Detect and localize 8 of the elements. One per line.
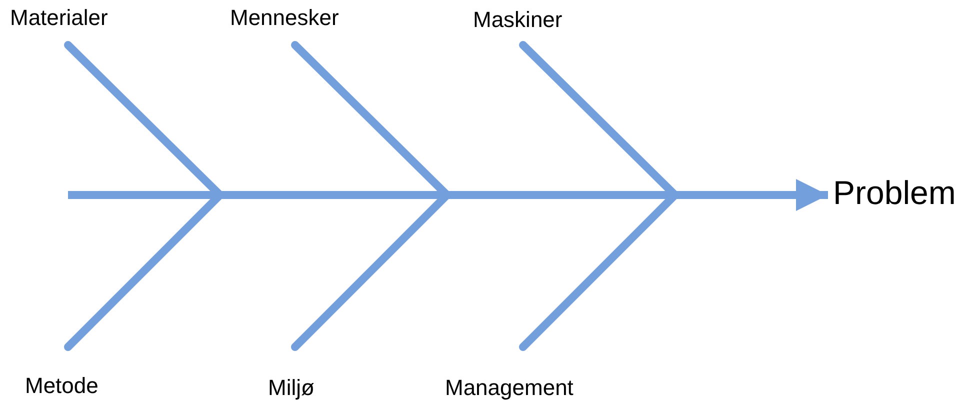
effect-label: Problem [833, 175, 956, 212]
cause-category-label: Maskiner [473, 8, 562, 32]
cause-category-label: Metode [25, 374, 98, 398]
cause-category-label: Materialer [10, 6, 108, 30]
cause-category-label: Miljø [268, 376, 314, 400]
cause-category-label: Management [445, 376, 574, 400]
cause-category-label: Mennesker [230, 6, 339, 30]
spine-arrow [68, 179, 828, 211]
